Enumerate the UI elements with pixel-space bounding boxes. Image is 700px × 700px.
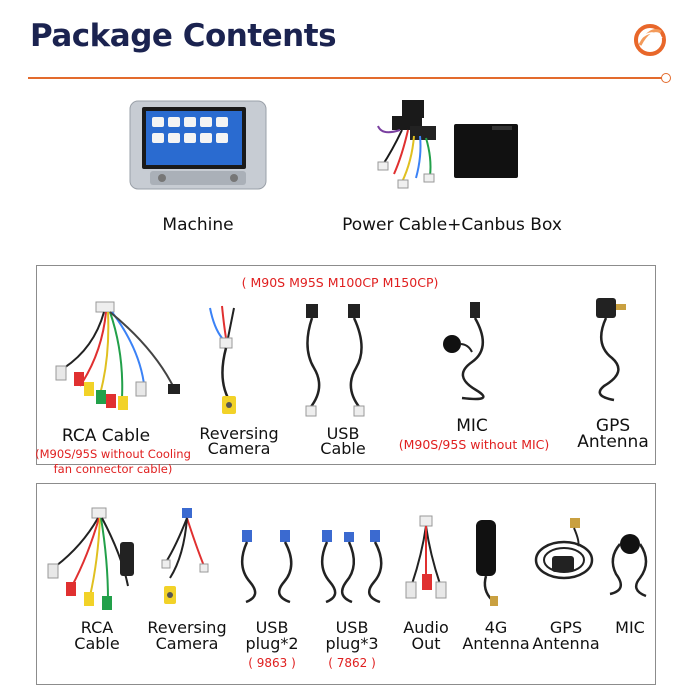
box1-model-header: ( M90S M95S M100CP M150CP) bbox=[241, 275, 439, 290]
mic-image bbox=[432, 298, 512, 408]
gps-antenna-2-label-line1: GPS bbox=[549, 618, 583, 637]
rca-cable-note-line2: fan connector cable) bbox=[53, 462, 173, 476]
usb-plug-2-image bbox=[236, 526, 306, 606]
audio-out-image bbox=[400, 514, 452, 610]
usb-plug-2-label-line1: USB bbox=[255, 618, 289, 637]
gps-antenna-2-label-line2: Antenna bbox=[532, 634, 600, 653]
power-cable-image bbox=[372, 96, 462, 196]
reversing-camera-image bbox=[200, 298, 260, 422]
machine-image bbox=[128, 97, 268, 193]
rca-cable-2-image bbox=[42, 506, 142, 616]
audio-out-label-line2: Out bbox=[411, 634, 441, 653]
canbus-box-image bbox=[452, 122, 520, 180]
rca-cable-2-label-line2: Cable bbox=[74, 634, 120, 653]
brand-logo-icon bbox=[628, 18, 672, 62]
gps-antenna-label-line1: GPS bbox=[595, 416, 631, 436]
rca-cable-note-line1: (M90S/95S without Cooling bbox=[35, 447, 191, 461]
machine-label: Machine bbox=[162, 215, 234, 235]
4g-antenna-label-line2: Antenna bbox=[462, 634, 530, 653]
usb-plug-3-label-line2: plug*3 bbox=[325, 634, 379, 653]
reversing-camera-label-line2: Camera bbox=[207, 439, 271, 458]
reversing-camera-2-image bbox=[156, 506, 216, 612]
header-divider-dot bbox=[661, 73, 671, 83]
mic-2-image bbox=[600, 518, 656, 602]
4g-antenna-label-line1: 4G bbox=[484, 618, 508, 637]
reversing-camera-2-label-line2: Camera bbox=[155, 634, 219, 653]
usb-cable-label-line1: USB bbox=[326, 424, 360, 443]
page-title: Package Contents bbox=[30, 18, 337, 54]
rca-cable-2-label-line1: RCA bbox=[80, 618, 114, 637]
usb-cable-image bbox=[298, 298, 382, 422]
mic-note: (M90S/95S without MIC) bbox=[398, 437, 550, 452]
audio-out-label-line1: Audio bbox=[403, 618, 449, 637]
mic-2-label: MIC bbox=[615, 618, 645, 637]
gps-antenna-label-line2: Antenna bbox=[577, 432, 649, 452]
usb-plug-3-note: ( 7862 ) bbox=[328, 656, 376, 670]
header-divider bbox=[28, 77, 662, 79]
power-cable-label: Power Cable+Canbus Box bbox=[342, 215, 562, 235]
4g-antenna-image bbox=[462, 514, 518, 610]
reversing-camera-label-line1: Reversing bbox=[199, 424, 279, 443]
usb-plug-3-label-line1: USB bbox=[335, 618, 369, 637]
gps-antenna-image bbox=[584, 294, 640, 406]
reversing-camera-2-label-line1: Reversing bbox=[147, 618, 227, 637]
rca-cable-label: RCA Cable bbox=[61, 426, 151, 446]
usb-plug-3-image bbox=[316, 526, 396, 606]
rca-cable-image bbox=[44, 298, 184, 418]
gps-antenna-2-image bbox=[530, 516, 600, 596]
usb-plug-2-label-line2: plug*2 bbox=[245, 634, 299, 653]
mic-label: MIC bbox=[456, 416, 488, 436]
usb-cable-label-line2: Cable bbox=[320, 439, 366, 458]
usb-plug-2-note: ( 9863 ) bbox=[248, 656, 296, 670]
